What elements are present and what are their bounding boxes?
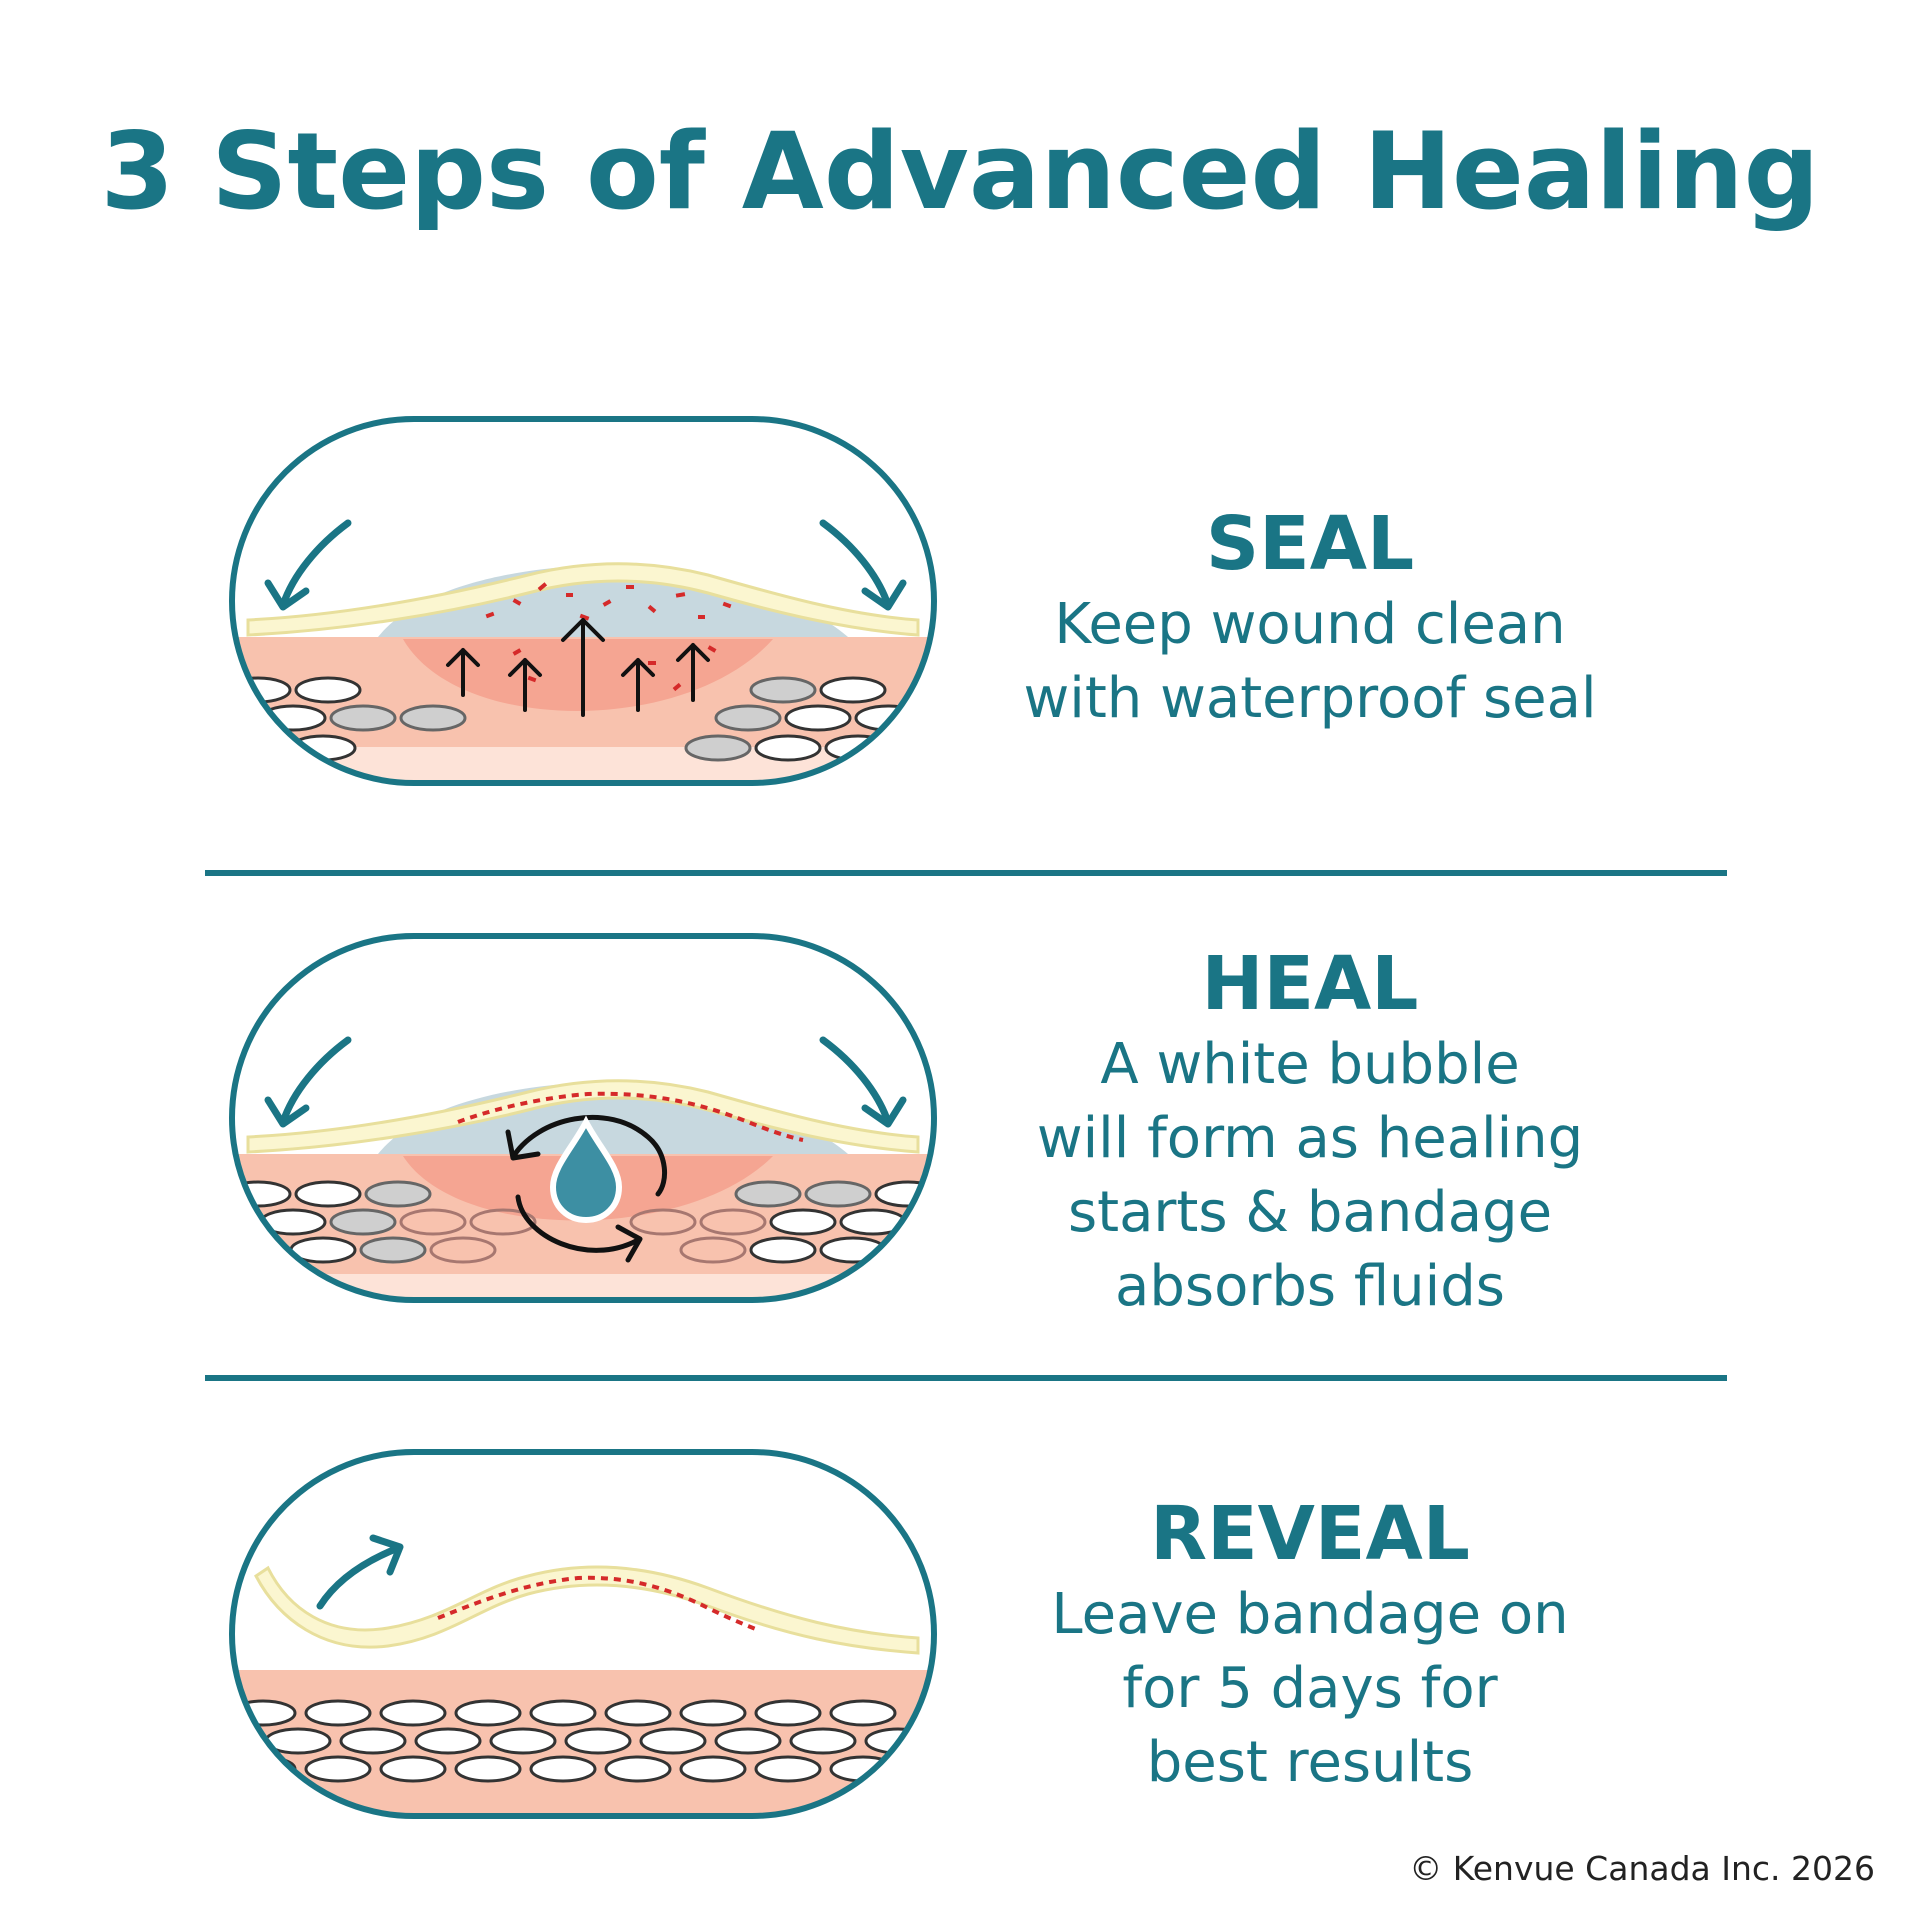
step-title-heal: HEAL xyxy=(1201,941,1419,1027)
bandage xyxy=(254,1565,920,1655)
skin-cells xyxy=(232,1699,932,1783)
heal-illustration xyxy=(229,933,937,1303)
bandage xyxy=(246,1079,920,1154)
divider xyxy=(205,870,1727,876)
seal-step-text: SEAL Keep wound clean with waterproof se… xyxy=(940,500,1680,736)
reveal-frame xyxy=(229,1449,937,1819)
seal-illustration xyxy=(229,416,937,786)
step-description-heal: A white bubble will form as healing star… xyxy=(1036,1032,1584,1319)
bandage xyxy=(246,562,920,637)
divider xyxy=(205,1375,1727,1381)
arrows-up-icon xyxy=(446,618,710,717)
heal-step-text: HEAL A white bubble will form as healing… xyxy=(940,940,1680,1324)
blood-particles xyxy=(485,582,732,692)
reveal-step-text: REVEAL Leave bandage on for 5 days for b… xyxy=(940,1490,1680,1800)
heal-frame xyxy=(229,933,937,1303)
arrows-press-down-icon xyxy=(264,1036,907,1128)
bubble-edge xyxy=(457,1091,804,1142)
water-drop-icon xyxy=(549,1115,623,1224)
arrows-press-down-icon xyxy=(264,519,907,611)
peel-arrow-icon xyxy=(316,1534,404,1610)
step-description-seal: Keep wound clean with waterproof seal xyxy=(1023,592,1597,731)
copyright-footer: © Kenvue Canada Inc. 2026 xyxy=(1409,1849,1875,1888)
bubble-edge xyxy=(437,1575,759,1632)
step-title-reveal: REVEAL xyxy=(1150,1491,1470,1577)
skin-cells xyxy=(232,1180,934,1264)
step-title-seal: SEAL xyxy=(1205,501,1415,587)
page-title: 3 Steps of Advanced Healing xyxy=(100,110,1820,233)
cycle-arrows-icon xyxy=(505,1114,668,1263)
seal-frame xyxy=(229,416,937,786)
step-description-reveal: Leave bandage on for 5 days for best res… xyxy=(1051,1582,1569,1795)
reveal-illustration xyxy=(229,1449,937,1819)
